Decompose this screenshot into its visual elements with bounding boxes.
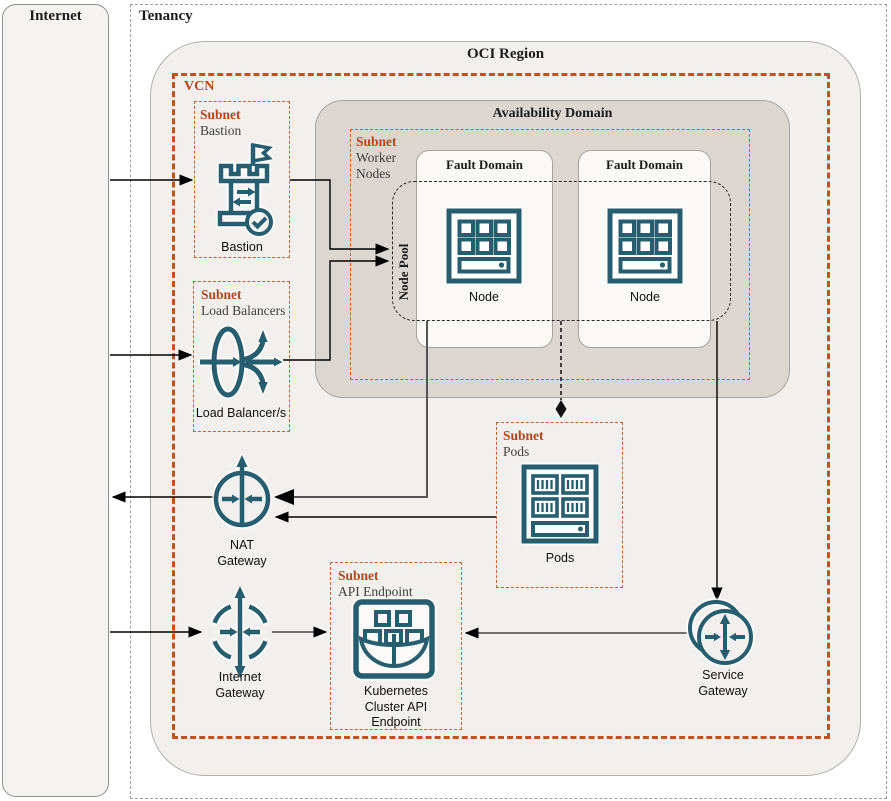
- subnet-name-label: Pods: [503, 444, 530, 460]
- nat-gateway-caption: NAT Gateway: [194, 538, 290, 569]
- internet-gateway-caption-line2: Gateway: [215, 685, 265, 700]
- tenancy-label: Tenancy: [139, 8, 193, 24]
- subnet-load-balancers-label: Subnet Load Balancers: [201, 287, 285, 319]
- node-caption: Node: [630, 290, 660, 304]
- subnet-name-label: Nodes: [356, 166, 391, 182]
- subnet-name-label: Load Balancers: [201, 303, 286, 319]
- subnet-kind-label: Subnet: [201, 287, 242, 302]
- service-gateway-caption-line2: Gateway: [698, 683, 748, 698]
- subnet-pods-box: [496, 422, 623, 588]
- subnet-worker-nodes-box: [350, 129, 750, 380]
- internet-gateway-caption-line1: Internet: [218, 670, 262, 684]
- fault-domain-1-box: [416, 150, 553, 348]
- vcn-label: VCN: [184, 79, 215, 94]
- subnet-api-endpoint-box: [330, 562, 462, 730]
- kubernetes-api-caption-line2: Cluster API: [364, 699, 428, 714]
- subnet-pods-label: Subnet Pods: [503, 428, 544, 460]
- kubernetes-api-caption-line1: Kubernetes: [364, 684, 428, 698]
- subnet-kind-label: Subnet: [356, 134, 397, 149]
- node-icon: [446, 208, 522, 284]
- bastion-caption: Bastion: [221, 240, 263, 254]
- edge-lb-to-nodepool: [283, 255, 390, 361]
- service-gateway-caption: Service Gateway: [673, 668, 773, 699]
- kubernetes-api-icon: [353, 599, 435, 679]
- oci-region-label: OCI Region: [466, 46, 545, 62]
- edge-nodepool-to-nat: [274, 321, 428, 505]
- internet-gateway-icon: [212, 586, 268, 678]
- load-balancer-icon: [200, 326, 283, 398]
- subnet-kind-label: Subnet: [503, 428, 544, 443]
- subnet-kind-label: Subnet: [338, 568, 379, 583]
- kubernetes-api-caption: Kubernetes Cluster API Endpoint: [330, 684, 462, 731]
- service-gateway-icon: [688, 600, 753, 665]
- subnet-api-endpoint-label: Subnet API Endpoint: [338, 568, 413, 600]
- nat-gateway-icon: [213, 455, 271, 528]
- subnet-load-balancers-box: [193, 281, 290, 432]
- subnet-name-label: API Endpoint: [338, 584, 413, 600]
- service-gateway-caption-line1: Service: [702, 668, 744, 682]
- pods-icon: [521, 464, 599, 544]
- load-balancer-caption: Load Balancer/s: [195, 406, 287, 420]
- node-caption: Node: [469, 290, 499, 304]
- edge-bastion-to-nodepool: [290, 179, 390, 255]
- subnet-name-label: Worker: [356, 150, 397, 166]
- subnet-bastion-box: [194, 101, 290, 258]
- vcn-box: [172, 73, 830, 739]
- pods-caption: Pods: [545, 551, 575, 565]
- nat-gateway-caption-line1: NAT: [229, 538, 255, 552]
- tenancy-box: [130, 4, 887, 799]
- internet-box: [2, 4, 109, 797]
- subnet-worker-nodes-label: Subnet Worker Nodes: [356, 134, 397, 183]
- internet-label: Internet: [29, 8, 82, 24]
- availability-domain-label: Availability Domain: [492, 106, 613, 121]
- subnet-bastion-label: Subnet Bastion: [200, 107, 241, 139]
- subnet-name-label: Bastion: [200, 123, 242, 139]
- internet-gateway-caption: Internet Gateway: [192, 670, 288, 701]
- fault-domain-2-label: Fault Domain: [606, 157, 683, 172]
- bastion-icon: [217, 142, 273, 236]
- diamond-arrowhead: [555, 400, 567, 418]
- nat-gateway-caption-line2: Gateway: [217, 553, 267, 568]
- node-pool-box: [392, 181, 731, 321]
- subnet-kind-label: Subnet: [200, 107, 241, 122]
- fault-domain-1-label: Fault Domain: [446, 157, 523, 172]
- node-icon: [607, 208, 683, 284]
- kubernetes-api-caption-line3: Endpoint: [371, 715, 421, 730]
